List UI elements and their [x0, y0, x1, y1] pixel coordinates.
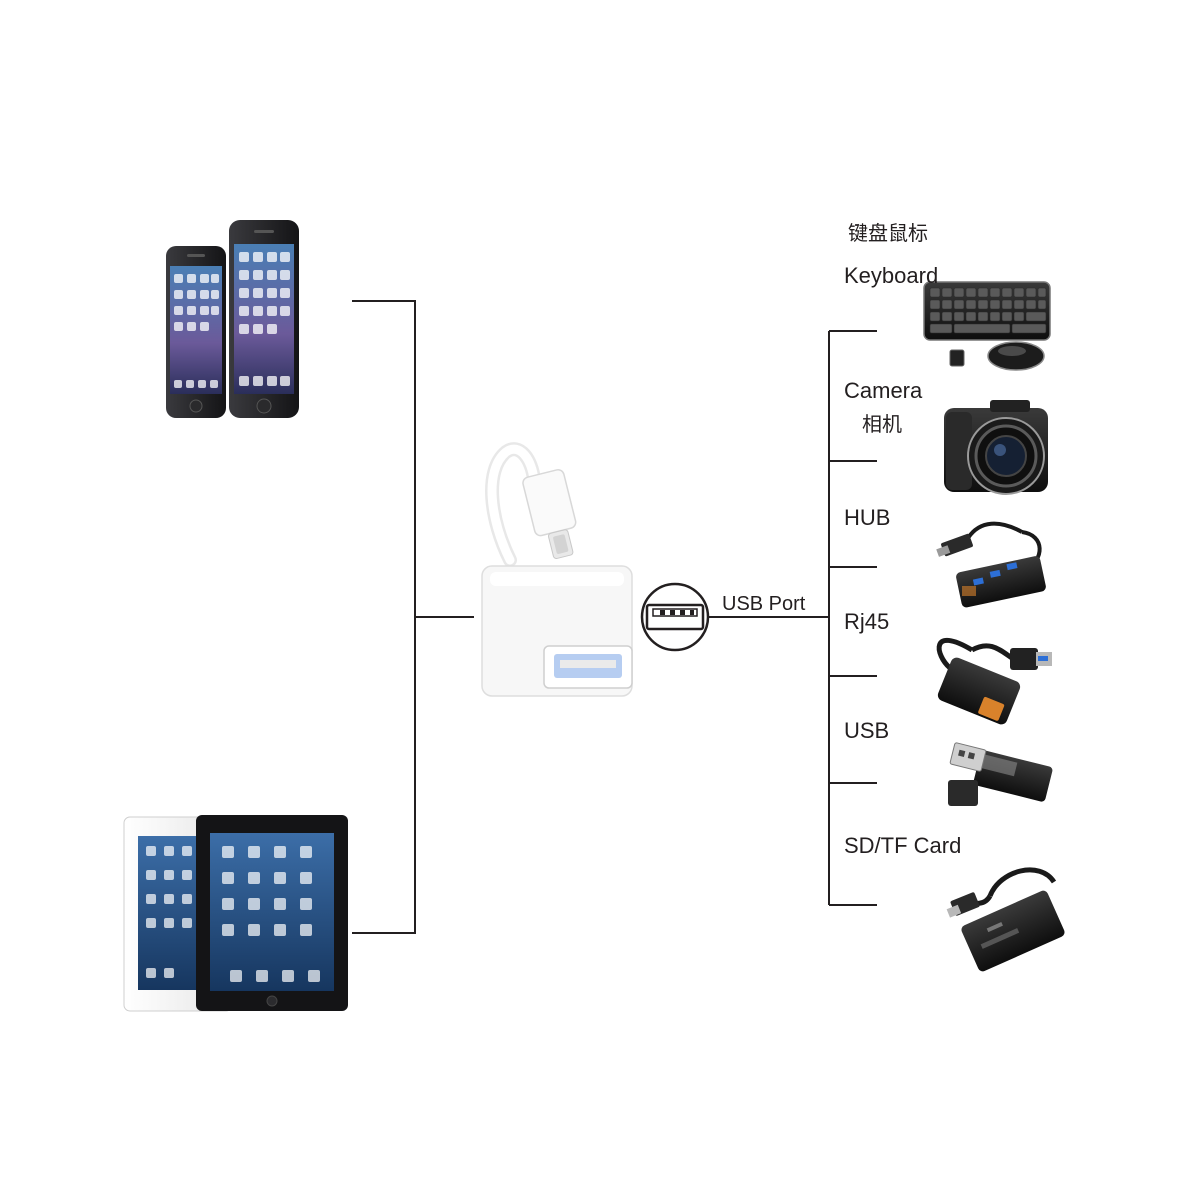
sdtf-card-label: SD/TF Card — [844, 833, 962, 858]
usb-flash-drive-icon — [948, 742, 1053, 806]
iphone-branch-line — [352, 300, 416, 934]
rj45-adapter-icon — [936, 637, 1052, 725]
keyboard-mouse-icon — [923, 281, 1051, 371]
ipad-black-icon — [196, 815, 348, 1011]
camera-label: Camera — [844, 378, 923, 403]
usb-label: USB — [844, 718, 890, 743]
camera-label-cn: 相机 — [862, 412, 902, 436]
card-reader-icon — [946, 867, 1065, 972]
usb-port-icon — [640, 582, 710, 652]
keyboard-label-cn: 键盘鼠标 — [848, 221, 928, 245]
connector-lines — [352, 300, 877, 934]
ipad-pair-icon — [123, 815, 348, 1012]
lightning-usb-adapter-icon — [481, 442, 633, 697]
keyboard-label: Keyboard — [844, 263, 939, 288]
iphone-back-icon — [229, 220, 299, 418]
usb-port-label: USB Port — [722, 593, 806, 615]
rj45-label: Rj45 — [844, 609, 890, 634]
camera-icon — [944, 400, 1048, 495]
ipad-app-grid-icon — [146, 846, 320, 982]
usb-hub-icon — [936, 521, 1046, 608]
iphone-front-icon — [166, 246, 226, 418]
app-grid-icon — [174, 252, 290, 388]
iphone-pair-icon — [166, 220, 299, 418]
hub-label: HUB — [844, 505, 891, 530]
